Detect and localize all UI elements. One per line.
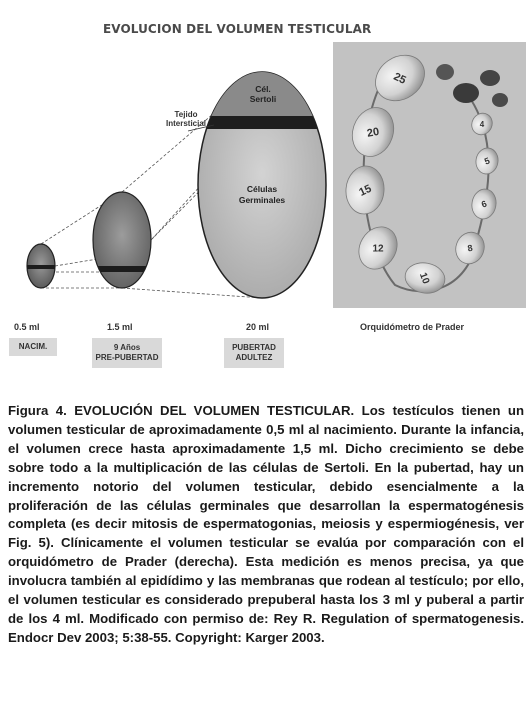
- prader-bead: 25: [375, 54, 425, 102]
- prader-bead-shape: [471, 188, 497, 220]
- prader-bead: 10: [404, 262, 446, 294]
- prader-bead-shape: [375, 54, 425, 102]
- germinal-label-line2: Germinales: [238, 195, 286, 205]
- interstitial-tissue-label: Tejido Intersticial: [166, 110, 206, 128]
- sertoli-label: Cél. Sertoli: [237, 84, 289, 104]
- stage-adult-line2: ADULTEZ: [235, 353, 273, 362]
- prepubertal-testis: [92, 191, 152, 289]
- germinal-label-line1: Células: [246, 184, 278, 194]
- tissue-label-line2: Intersticial: [166, 119, 207, 128]
- prader-bead-shape: [404, 262, 446, 294]
- prader-bead: 8: [455, 231, 485, 265]
- prader-bead-shape: [351, 107, 395, 157]
- prader-bead: 20: [351, 107, 395, 157]
- prader-bead-number: 12: [372, 244, 384, 255]
- stage-newborn-line1: NACIM.: [18, 342, 48, 351]
- prader-bead: 12: [358, 226, 398, 270]
- figure-title: EVOLUCION DEL VOLUMEN TESTICULAR: [103, 22, 372, 36]
- prader-beads: 25 20 15 12 10 8 6 5 4: [345, 54, 499, 294]
- newborn-testis: [26, 243, 56, 289]
- prader-bead-number: 15: [357, 183, 373, 199]
- volume-label-prepubertal: 1.5 ml: [107, 322, 133, 332]
- sertoli-label-line1: Cél.: [255, 84, 271, 94]
- germinal-cells-label: Células Germinales: [230, 184, 294, 206]
- prader-bead-shape: [471, 112, 493, 136]
- stage-prepubertal-line1: 9 Años: [113, 343, 141, 352]
- figure-caption: Figura 4. EVOLUCIÓN DEL VOLUMEN TESTICUL…: [8, 403, 524, 645]
- prader-bead-shape: [345, 165, 385, 215]
- prader-bead: 5: [475, 147, 499, 175]
- prader-bead-number: 10: [417, 271, 431, 286]
- sertoli-label-line2: Sertoli: [249, 94, 277, 104]
- stage-box-prepubertal: 9 Años PRE-PUBERTAD: [92, 338, 162, 368]
- prader-bead-number: 8: [467, 243, 474, 254]
- prader-orchidometer-label: Orquidómetro de Prader: [360, 322, 465, 332]
- stage-box-newborn: NACIM.: [9, 338, 57, 356]
- prader-bead-shape: [358, 226, 398, 270]
- prader-bead: 4: [471, 112, 493, 136]
- tissue-label-line1: Tejido: [174, 110, 198, 119]
- prader-bead-shape: [475, 147, 499, 175]
- prader-bead-number: 4: [480, 120, 485, 129]
- prader-bead-shape: [455, 231, 485, 265]
- prader-bead: 15: [345, 165, 385, 215]
- stage-prepubertal-line2: PRE-PUBERTAD: [95, 353, 159, 362]
- testicular-volume-figure: 25 20 15 12 10 8 6 5 4: [26, 42, 526, 308]
- prader-bead-number: 20: [366, 126, 380, 140]
- volume-label-adult: 20 ml: [246, 322, 270, 332]
- prader-bead: 6: [471, 188, 497, 220]
- volume-label-newborn: 0.5 ml: [14, 322, 40, 332]
- prader-bead-number: 5: [483, 156, 491, 167]
- stage-box-adult: PUBERTAD ADULTEZ: [224, 338, 284, 368]
- prader-bead-number: 6: [480, 199, 488, 210]
- tissue-pointer-line: [187, 124, 215, 132]
- prader-bead-number: 25: [392, 71, 408, 87]
- stage-adult-line1: PUBERTAD: [232, 343, 276, 352]
